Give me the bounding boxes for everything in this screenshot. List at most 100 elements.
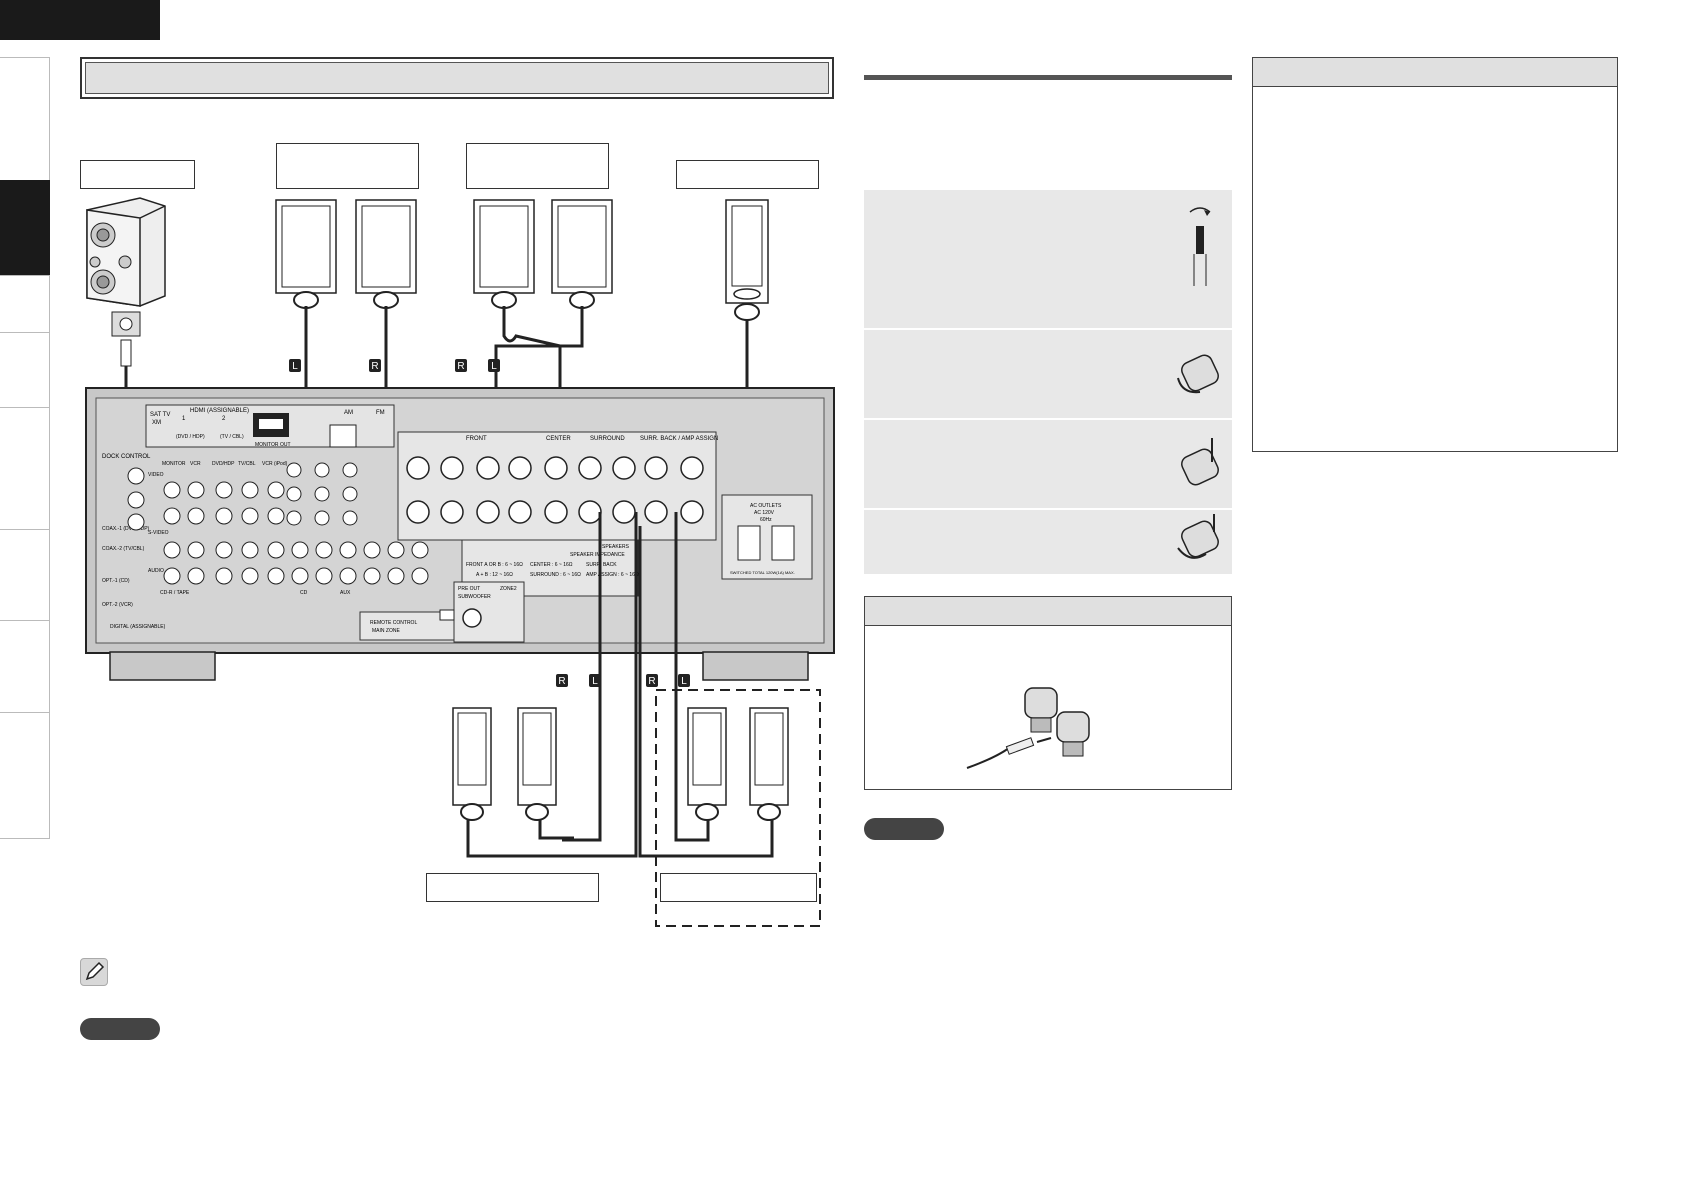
svg-text:MAIN ZONE: MAIN ZONE — [372, 628, 400, 634]
svg-text:COAX.-1 (DVD/HDP): COAX.-1 (DVD/HDP) — [102, 526, 150, 532]
front-left-speaker-a — [275, 199, 337, 309]
svg-text:CENTER: CENTER — [546, 436, 571, 442]
svg-text:VIDEO: VIDEO — [148, 472, 164, 478]
step-illustrations — [1177, 207, 1219, 559]
svg-text:REMOTE CONTROL: REMOTE CONTROL — [370, 620, 417, 626]
svg-text:SWITCHED TOTAL 120W(1A) MAX.: SWITCHED TOTAL 120W(1A) MAX. — [730, 570, 795, 575]
svg-text:PRE OUT: PRE OUT — [458, 586, 480, 592]
svg-text:XM: XM — [152, 420, 161, 426]
svg-text:SPEAKER IMPEDANCE: SPEAKER IMPEDANCE — [570, 552, 625, 558]
svg-text:MONITOR: MONITOR — [255, 442, 279, 448]
svg-text:SURR. BACK: SURR. BACK — [586, 562, 617, 568]
subwoofer-label-box — [80, 160, 195, 189]
connector-tag-surround-left: L — [589, 674, 601, 687]
side-tab-end — [0, 838, 50, 839]
banana-plug-panel — [864, 596, 1232, 790]
step-2-loosen-terminal — [864, 330, 1232, 418]
svg-text:1: 1 — [182, 416, 186, 422]
side-tab-3[interactable] — [0, 275, 50, 332]
svg-text:(TV / CBL): (TV / CBL) — [220, 434, 244, 440]
svg-text:OUT: OUT — [280, 442, 291, 448]
svg-text:VCR (iPod): VCR (iPod) — [262, 461, 288, 467]
front-right-speaker-a — [355, 199, 417, 309]
step-3-insert-wire — [864, 420, 1232, 508]
svg-text:S-VIDEO: S-VIDEO — [148, 530, 169, 536]
surround-right-speaker — [452, 707, 492, 821]
svg-text:OPT.-1 (CD): OPT.-1 (CD) — [102, 578, 130, 584]
connector-tag-front-b-left: L — [488, 359, 500, 372]
surround-left-speaker — [517, 707, 557, 821]
side-tab-5[interactable] — [0, 407, 50, 529]
svg-text:2: 2 — [222, 416, 226, 422]
svg-text:FM: FM — [376, 410, 385, 416]
connector-tag-surround-right: R — [556, 674, 568, 687]
svg-text:TV/CBL: TV/CBL — [238, 461, 256, 467]
svg-text:L: L — [491, 361, 497, 372]
top-tab — [0, 0, 160, 40]
connector-tag-front-b-right: R — [455, 359, 467, 372]
pencil-note-icon — [80, 958, 108, 986]
svg-text:DVD/HDP: DVD/HDP — [212, 461, 235, 467]
svg-text:AMP ASSIGN : 6 ~ 16Ω: AMP ASSIGN : 6 ~ 16Ω — [586, 572, 639, 578]
banana-plug-panel-header — [865, 597, 1231, 626]
svg-text:MONITOR: MONITOR — [162, 461, 186, 467]
svg-text:R: R — [558, 676, 565, 687]
svg-text:L: L — [292, 361, 298, 372]
svg-text:COAX.-2 (TV/CBL): COAX.-2 (TV/CBL) — [102, 546, 145, 552]
center-label-box — [676, 160, 819, 189]
svg-text:AC 120V: AC 120V — [754, 510, 775, 516]
side-tab-6[interactable] — [0, 529, 50, 620]
svg-text:AC OUTLETS: AC OUTLETS — [750, 503, 782, 509]
svg-text:AUX: AUX — [340, 590, 351, 596]
side-tab-active[interactable] — [0, 180, 50, 275]
svg-text:FRONT: FRONT — [466, 436, 487, 442]
svg-text:R: R — [457, 361, 464, 372]
step-1-strip-wire — [864, 190, 1232, 328]
svg-text:AUDIO: AUDIO — [148, 568, 164, 574]
svg-text:SURROUND: SURROUND — [590, 436, 625, 442]
front-right-speaker-b — [551, 199, 613, 309]
svg-text:DOCK CONTROL: DOCK CONTROL — [102, 454, 151, 460]
rca-plug — [120, 339, 132, 367]
binding-post-tighten-icon — [1177, 514, 1219, 559]
svg-text:AM: AM — [344, 410, 353, 416]
section-rule — [864, 75, 1232, 80]
surround-back-right-speaker — [687, 707, 727, 821]
svg-text:ZONE2: ZONE2 — [500, 586, 517, 592]
binding-post-insert-icon — [1181, 438, 1219, 486]
svg-text:SUBWOOFER: SUBWOOFER — [458, 594, 491, 600]
twist-wire-icon — [1189, 207, 1211, 286]
svg-text:CENTER : 6 ~ 16Ω: CENTER : 6 ~ 16Ω — [530, 562, 573, 568]
svg-text:SPEAKERS: SPEAKERS — [602, 544, 630, 550]
svg-text:SURROUND : 6 ~ 16Ω: SURROUND : 6 ~ 16Ω — [530, 572, 581, 578]
connector-tag-back-right: R — [646, 674, 658, 687]
svg-text:SAT TV: SAT TV — [150, 412, 170, 418]
surround-label-box — [426, 873, 599, 902]
connection-diagram: L R R L SAT TV XM HDMI (ASSIGNABLE) 1 2 … — [85, 197, 835, 927]
optional-speaker-group — [655, 689, 821, 927]
svg-text:DIGITAL (ASSIGNABLE): DIGITAL (ASSIGNABLE) — [110, 624, 166, 630]
info-panel — [1252, 57, 1618, 452]
surround-back-left-speaker — [749, 707, 789, 821]
note-pill-right — [864, 818, 944, 840]
step-4-tighten-terminal — [864, 510, 1232, 574]
svg-text:OPT.-2 (VCR): OPT.-2 (VCR) — [102, 602, 133, 608]
front-left-speaker-b — [473, 199, 535, 309]
front-a-label-box — [276, 143, 419, 189]
svg-text:SURR. BACK / AMP ASSIGN: SURR. BACK / AMP ASSIGN — [640, 436, 718, 442]
side-tab-4[interactable] — [0, 332, 50, 407]
svg-text:CD: CD — [300, 590, 308, 596]
side-tab-8[interactable] — [0, 712, 50, 838]
note-pill-left — [80, 1018, 160, 1040]
svg-text:CD-R / TAPE: CD-R / TAPE — [160, 590, 190, 596]
banana-plug-illustration — [966, 687, 1090, 769]
svg-text:FRONT A OR B : 6 ~ 16Ω: FRONT A OR B : 6 ~ 16Ω — [466, 562, 523, 568]
side-tab-1[interactable] — [0, 57, 50, 180]
front-b-label-box — [466, 143, 609, 189]
center-speaker — [725, 199, 769, 321]
connector-tag-back-left: L — [678, 674, 690, 687]
step-divider — [864, 418, 1232, 420]
svg-text:HDMI (ASSIGNABLE): HDMI (ASSIGNABLE) — [190, 408, 249, 414]
surround-back-label-box — [660, 873, 817, 902]
side-tab-7[interactable] — [0, 620, 50, 712]
